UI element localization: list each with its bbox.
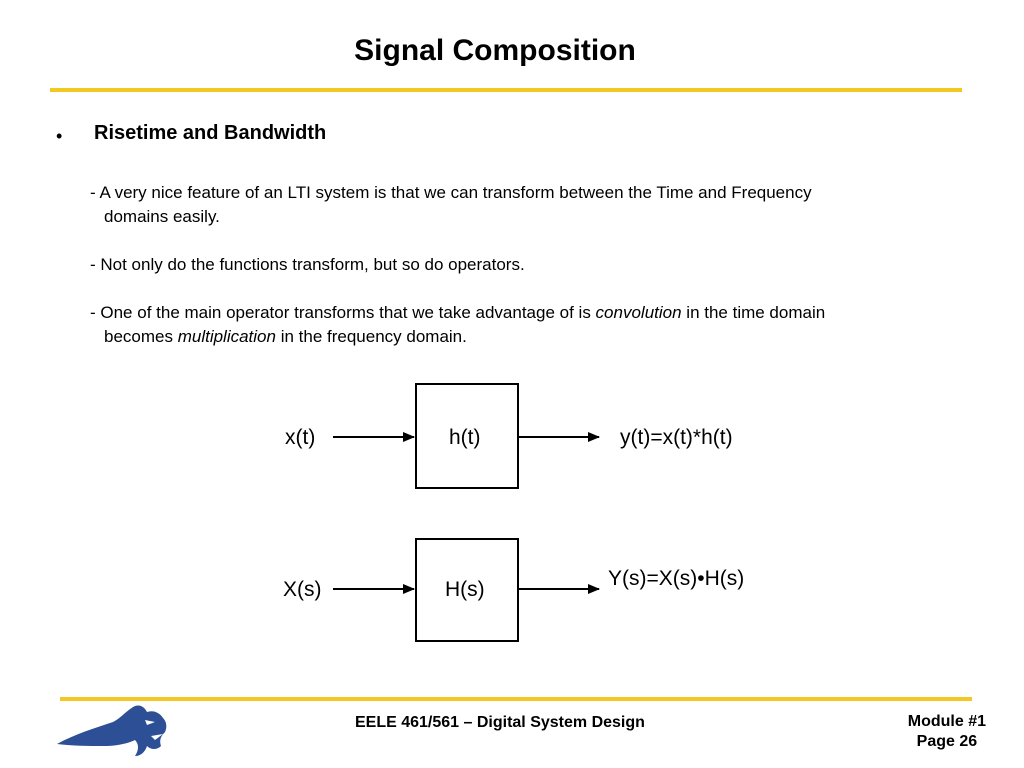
time-system-block xyxy=(415,383,519,489)
paragraph-3: - One of the main operator transforms th… xyxy=(90,301,970,349)
convolution-term: convolution xyxy=(595,303,682,322)
paragraph-3-suffix: in the frequency domain. xyxy=(275,327,467,346)
logo-eye xyxy=(145,720,155,725)
bobcat-logo-icon xyxy=(57,705,167,756)
logo-mouth xyxy=(151,734,163,740)
paragraph-2-text: - Not only do the functions transform, b… xyxy=(90,255,525,274)
paragraph-1: - A very nice feature of an LTI system i… xyxy=(90,181,970,229)
slide-title: Signal Composition xyxy=(354,34,636,67)
freq-block-label: H(s) xyxy=(445,578,485,601)
footer-course: EELE 461/561 – Digital System Design xyxy=(355,714,645,731)
footer-page: Page 26 xyxy=(916,733,978,750)
multiplication-term: multiplication xyxy=(177,327,276,346)
logo-shape xyxy=(57,705,167,756)
time-block-label: h(t) xyxy=(449,426,481,449)
paragraph-3-line-2-prefix: becomes xyxy=(104,327,178,346)
paragraph-3-line-1: - One of the main operator transforms th… xyxy=(90,303,825,322)
bottom-rule xyxy=(60,697,972,701)
paragraph-3-mid: in the time domain xyxy=(681,303,826,322)
footer-module: Module #1 xyxy=(907,713,986,730)
freq-system-block xyxy=(415,538,519,642)
freq-output-label: Y(s)=X(s)•H(s) xyxy=(608,567,744,590)
bullet-marker: • xyxy=(56,126,63,146)
footer-page-info: Module #1 Page 26 xyxy=(908,712,986,752)
paragraph-1-line-2: domains easily. xyxy=(104,207,220,226)
paragraph-2: - Not only do the functions transform, b… xyxy=(90,253,970,277)
top-rule xyxy=(50,88,962,92)
time-output-label: y(t)=x(t)*h(t) xyxy=(620,426,733,449)
freq-input-label: X(s) xyxy=(283,578,322,601)
paragraph-3-prefix: - One of the main operator transforms th… xyxy=(90,303,596,322)
bullet-heading: Risetime and Bandwidth xyxy=(94,122,327,144)
paragraph-1-line-1: - A very nice feature of an LTI system i… xyxy=(90,183,812,202)
paragraph-3-line-2: becomes multiplication in the frequency … xyxy=(90,325,970,349)
time-input-label: x(t) xyxy=(285,426,315,449)
